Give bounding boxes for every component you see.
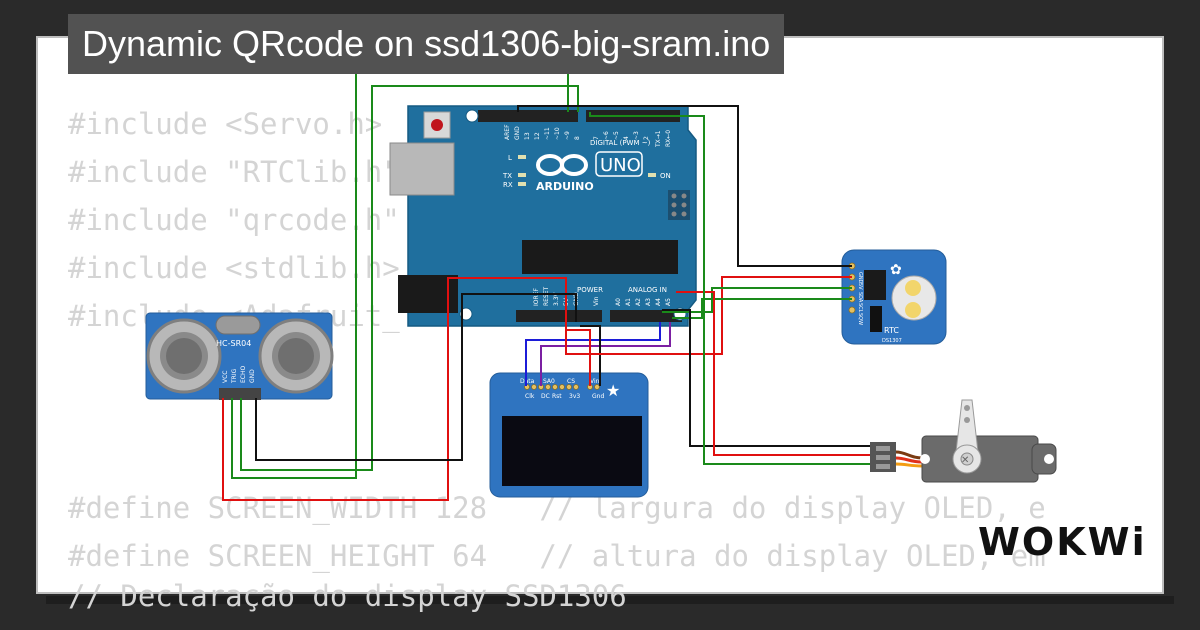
pin-label: GND — [514, 126, 521, 140]
oled-screen — [502, 416, 642, 486]
pin-label: Rst — [552, 393, 562, 400]
arduino-logo-text: ARDUINO — [536, 180, 594, 193]
wire-echo[interactable] — [240, 85, 579, 471]
led-on-label: ON — [660, 172, 671, 180]
ultrasonic-sensor-hc-sr04[interactable]: HC-SR04 VCC TRIG ECHO GND — [145, 312, 334, 400]
battery-holder-icon — [891, 275, 937, 321]
led-l-label: L — [508, 154, 512, 162]
crystal-icon — [870, 306, 882, 332]
wire-rtc-gnd[interactable] — [517, 105, 852, 267]
card-shadow — [46, 596, 1174, 604]
pin-label: SCL — [857, 303, 863, 313]
pin-label: TX→1 — [655, 130, 662, 148]
pin-label: TRIG — [231, 368, 238, 384]
pin-label: 7 — [593, 136, 600, 140]
svg-text:✕: ✕ — [961, 455, 969, 466]
wire-rtc-5v[interactable] — [565, 276, 852, 355]
pin-label: 2 — [643, 136, 650, 140]
wire-servo-vcc[interactable] — [676, 291, 870, 456]
wire-oled-gnd[interactable] — [580, 325, 601, 386]
pin-label: DC — [541, 393, 550, 400]
pin-label: VCC — [222, 371, 229, 383]
pin-label: Data — [520, 378, 535, 385]
digital-label: DIGITAL (PWM ~) — [590, 139, 651, 147]
wire-rtc-scl[interactable] — [672, 298, 852, 319]
pin-label: GND — [857, 272, 863, 284]
sensor-model: HC-SR04 — [216, 339, 251, 348]
pin-label: 12 — [534, 132, 541, 140]
wire-servo-gnd[interactable] — [662, 309, 870, 447]
usb-connector — [389, 142, 455, 196]
pin-label: A1 — [625, 298, 632, 306]
rtc-chip — [864, 270, 886, 300]
servo-motor[interactable]: ✕ — [870, 399, 1057, 483]
power-header — [516, 310, 602, 322]
led-tx-label: TX — [502, 172, 512, 180]
rtc-chip-label: DS1307 — [882, 338, 902, 344]
pin-label: Gnd — [592, 393, 604, 400]
pin-label: RX←0 — [665, 130, 672, 147]
pin-label: AREF — [504, 124, 511, 140]
pin-label: 3v3 — [569, 393, 580, 400]
pin-label: ~3 — [633, 131, 640, 140]
pin-label: SQW — [857, 313, 863, 325]
analog-label: ANALOG IN — [628, 286, 667, 294]
pin-label: A3 — [645, 298, 652, 306]
rtc-label: RTC — [884, 326, 899, 335]
pin-label: IOREF — [533, 288, 540, 306]
pin-label: Clk — [525, 393, 535, 400]
oled-display-ssd1306[interactable]: Data SA0 CS Vin Clk DC Rst 3v3 Gnd ★ — [489, 372, 649, 498]
pin-label: ~11 — [544, 127, 551, 140]
pin-label: ~6 — [603, 131, 610, 140]
icsp-header — [668, 190, 690, 220]
arduino-model: UNO — [600, 155, 641, 176]
atmega-chip — [522, 240, 678, 274]
page-title: Dynamic QRcode on ssd1306-big-sram.ino — [68, 14, 785, 74]
pin-label: Vin — [593, 296, 600, 306]
pin-label: A4 — [655, 298, 662, 306]
pin-label: 3.3V — [553, 291, 560, 306]
pin-label: GND — [249, 369, 256, 383]
pin-label: Vin — [590, 378, 600, 385]
pin-label: A5 — [665, 298, 672, 306]
pin-label: 4 — [623, 136, 630, 140]
pin-label: 5V — [857, 283, 863, 290]
star-icon: ★ — [606, 381, 620, 400]
pin-label: A2 — [635, 298, 642, 306]
pin-label: A0 — [615, 298, 622, 306]
pin-label: SA0 — [543, 378, 555, 385]
pin-label: ~5 — [613, 131, 620, 140]
wire-servo-signal[interactable] — [589, 112, 870, 465]
pin-label: SDA — [857, 292, 863, 303]
flower-logo-icon: ✿ — [890, 262, 902, 278]
pin-label: 8 — [574, 136, 581, 140]
pin-label: CS — [567, 378, 575, 385]
pin-label: RESET — [543, 286, 550, 306]
pin-label: ~9 — [564, 131, 571, 140]
power-label: POWER — [577, 286, 603, 294]
wire-oled-scl[interactable] — [525, 322, 661, 386]
pin-label: 13 — [524, 132, 531, 140]
code-line: #include "RTClib.h" — [68, 155, 400, 189]
sensor-pin-header — [219, 388, 261, 400]
code-line: #include <stdlib.h> — [68, 251, 400, 285]
arduino-logo-icon — [536, 154, 588, 176]
wire-gnd[interactable] — [255, 293, 577, 461]
led-rx-label: RX — [503, 181, 513, 189]
code-line: #define SCREEN_HEIGHT 64 // altura do di… — [68, 539, 1046, 573]
crystal-icon — [215, 315, 261, 335]
digital-header-left — [478, 110, 578, 122]
pin-label: ~10 — [554, 127, 561, 140]
wire-oled-sda[interactable] — [540, 322, 671, 386]
pin-label: ECHO — [240, 366, 247, 383]
wire-vcc[interactable] — [222, 277, 567, 501]
wokwi-logo: WOKWi — [978, 520, 1147, 564]
code-line: #include "qrcode.h" — [68, 203, 400, 237]
rtc-module-ds1307[interactable]: ✿ RTC DS1307 GND 5V SDA SCL SQW — [841, 249, 947, 345]
